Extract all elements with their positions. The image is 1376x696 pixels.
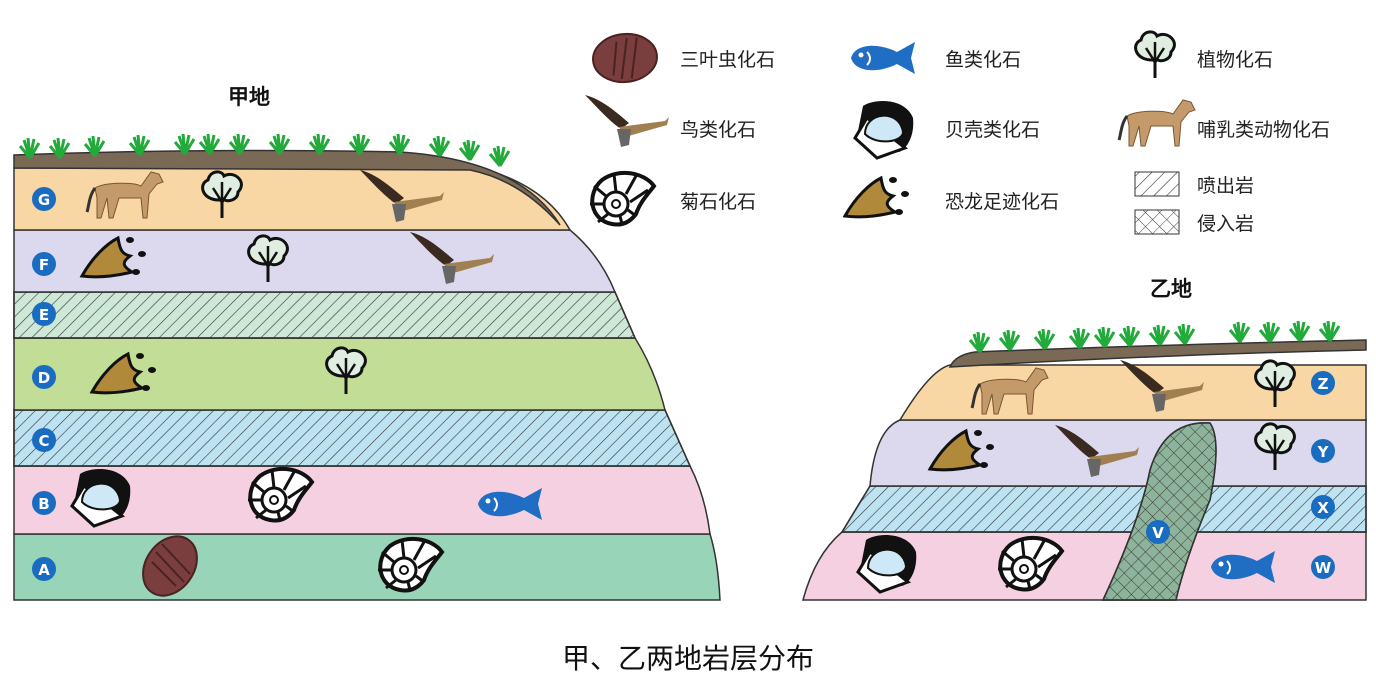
legend-label: 侵入岩 (1197, 213, 1254, 235)
site-a-labels: A B C D E F G (32, 187, 56, 581)
legend-label: 喷出岩 (1197, 175, 1254, 197)
layer-label: F (39, 256, 49, 274)
ammonite-icon (588, 170, 656, 227)
layer-f (13, 229, 617, 293)
legend-label: 鸟类化石 (680, 119, 756, 141)
fish-icon (850, 41, 916, 75)
layer-label: G (38, 191, 50, 209)
layer-b (13, 465, 711, 535)
layer-label: E (39, 306, 49, 324)
soil (948, 339, 1367, 368)
layer-a (13, 533, 721, 601)
legend-label: 贝壳类化石 (945, 119, 1040, 141)
layer-label: B (38, 495, 49, 513)
site-b-strata (802, 339, 1367, 601)
intrusion-label: V (1152, 524, 1164, 542)
layer-label: A (38, 561, 50, 579)
layer-label: Z (1318, 375, 1329, 393)
legend-label: 哺乳类动物化石 (1197, 119, 1330, 141)
layer-label: W (1315, 559, 1332, 577)
legend-label: 鱼类化石 (945, 49, 1021, 71)
legend-label: 恐龙足迹化石 (945, 191, 1059, 213)
extrusive-rock-pattern (1134, 171, 1180, 197)
intrusive-rock-pattern (1134, 209, 1180, 235)
layer-label: X (1317, 499, 1329, 517)
bird-icon (585, 95, 669, 147)
layer-label: D (38, 369, 50, 387)
layer-label: C (38, 432, 49, 450)
plant-icon (1134, 30, 1176, 80)
horse-icon (1117, 98, 1197, 148)
shell-icon (853, 99, 915, 160)
legend-label: 植物化石 (1197, 49, 1273, 71)
site-a-title: 甲地 (228, 85, 270, 109)
caption: 甲、乙两地岩层分布 (562, 642, 814, 675)
legend-label: 三叶虫化石 (680, 49, 775, 71)
legend-label: 菊石化石 (680, 191, 756, 213)
legend: 三叶虫化石 鱼类化石 植物化石 鸟类化石 贝壳类化石 哺乳类动物化石 菊石化石 … (568, 2, 1330, 235)
dinosaur-footprint-icon (843, 175, 911, 219)
layer-z (898, 364, 1367, 421)
site-b-labels: Z Y X W V (1146, 371, 1335, 579)
site-b-title: 乙地 (1150, 277, 1192, 301)
soil (13, 149, 561, 226)
layer-label: Y (1317, 443, 1330, 461)
